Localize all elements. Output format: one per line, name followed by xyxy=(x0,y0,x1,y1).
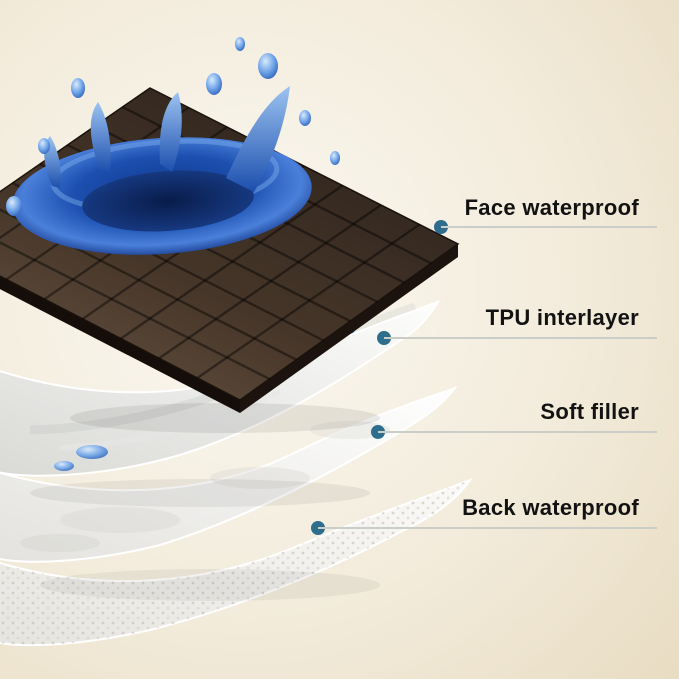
face-waterproof-label: Face waterproof xyxy=(464,195,639,220)
back-waterproof-label: Back waterproof xyxy=(462,495,639,520)
back-waterproof-layer xyxy=(0,477,473,647)
tpu-interlayer-leader-line xyxy=(384,337,657,339)
soft-filler-layer xyxy=(0,385,458,563)
soft-filler-label: Soft filler xyxy=(540,399,639,424)
water-splash xyxy=(6,37,340,255)
soft-filler-leader-line xyxy=(378,431,657,433)
tpu-interlayer-label: TPU interlayer xyxy=(485,305,639,330)
back-waterproof-leader-line xyxy=(318,527,657,529)
face-waterproof-leader-line xyxy=(441,226,657,228)
quilt-stitch-lines xyxy=(0,105,458,400)
